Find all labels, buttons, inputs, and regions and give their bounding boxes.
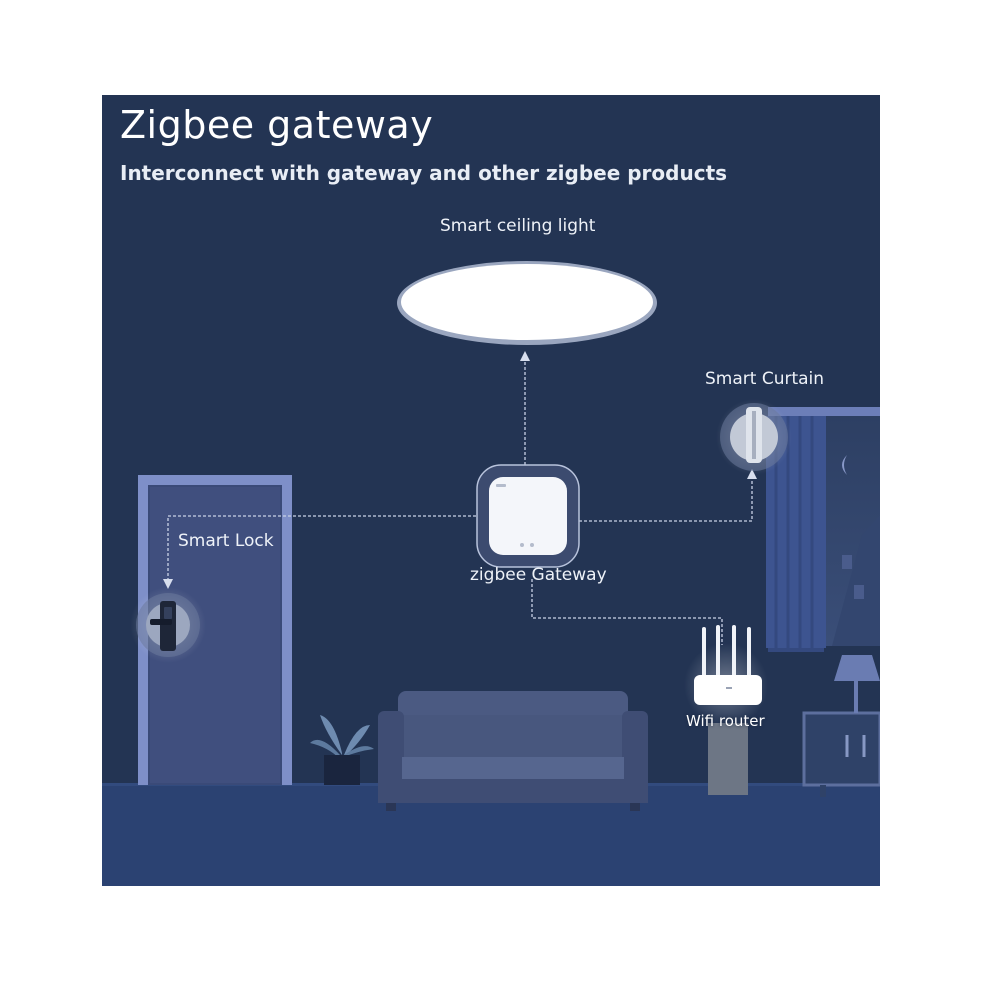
- zigbee-scene: Zigbee gateway Interconnect with gateway…: [102, 95, 880, 886]
- page-subtitle: Interconnect with gateway and other zigb…: [120, 161, 728, 185]
- sofa: [378, 691, 648, 811]
- curtain-motor-icon: [716, 399, 792, 475]
- lock-label: Smart Lock: [178, 531, 274, 551]
- wifi-router-icon: [684, 625, 768, 727]
- router-pedestal: [708, 723, 748, 795]
- smart-lock-icon: [130, 587, 206, 663]
- plant: [310, 715, 374, 785]
- ceiling-light-icon: [397, 261, 657, 345]
- gateway-hub-icon: [476, 464, 580, 568]
- ceiling-light-label: Smart ceiling light: [440, 216, 596, 236]
- room-illustration: [102, 261, 880, 886]
- connector-lines: [167, 357, 753, 645]
- window: [766, 407, 880, 652]
- curtain-label: Smart Curtain: [705, 369, 825, 389]
- page-title: Zigbee gateway: [120, 103, 434, 147]
- gateway-label: zigbee Gateway: [470, 565, 607, 585]
- router-label: Wifi router: [686, 712, 765, 730]
- side-table: [802, 655, 880, 797]
